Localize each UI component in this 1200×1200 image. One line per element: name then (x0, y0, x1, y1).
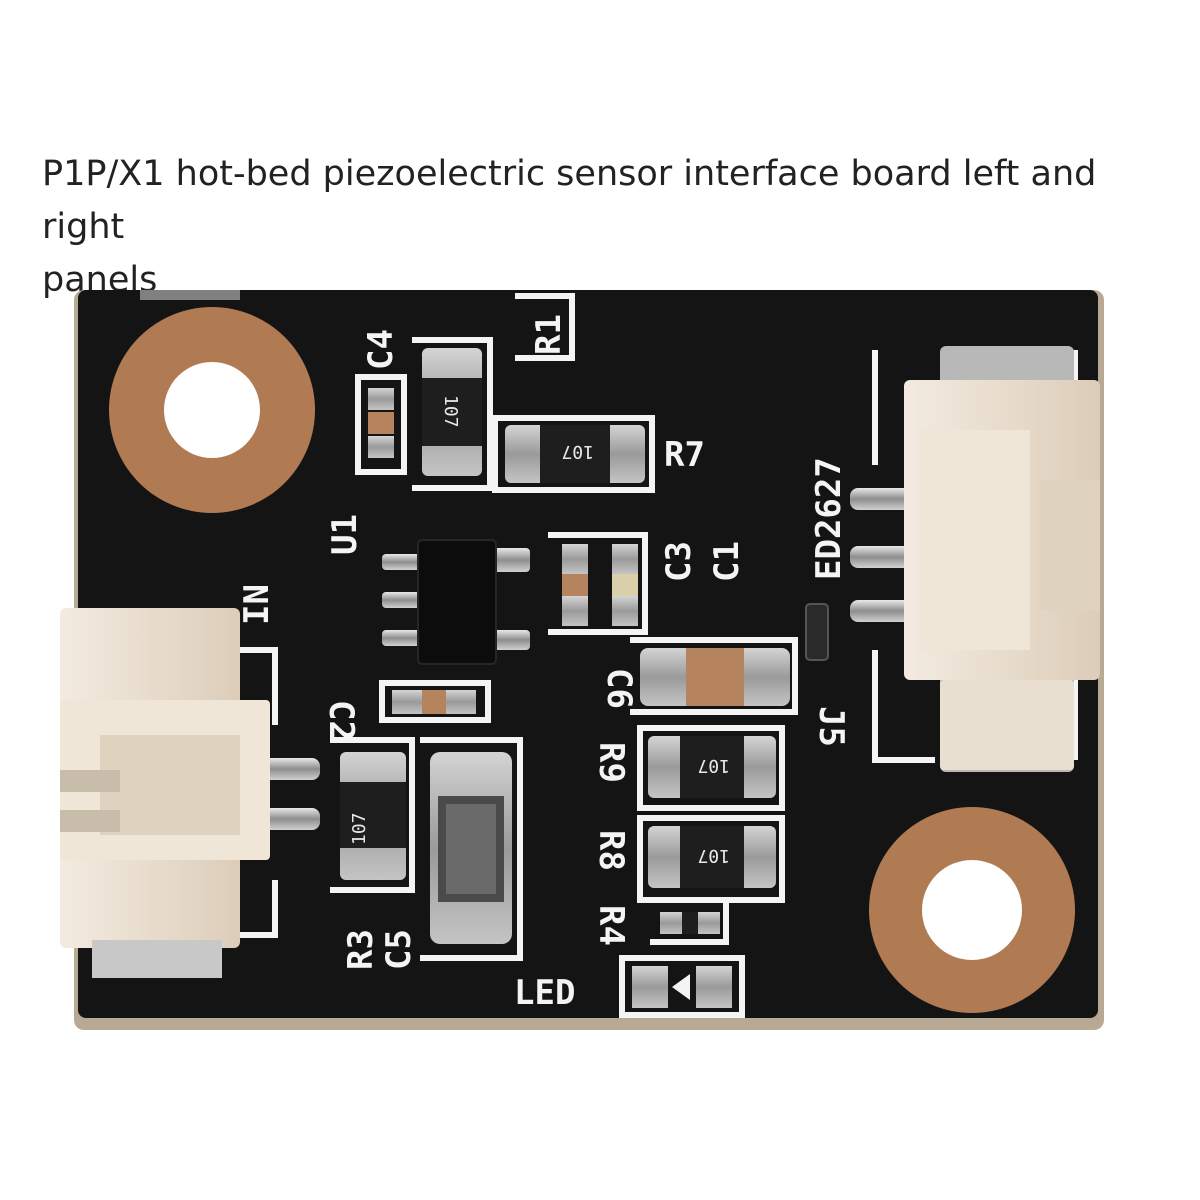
marking-107-r8: 107 (697, 845, 730, 866)
label-r1: R1 (529, 314, 569, 355)
label-u1: U1 (325, 514, 365, 555)
mounting-hole-bottom-right (869, 807, 1075, 1013)
label-r8: R8 (591, 830, 631, 871)
label-c4: C4 (361, 329, 401, 370)
label-c1: C1 (707, 541, 747, 582)
label-c3: C3 (659, 541, 699, 582)
marking-107-c4: 107 (440, 395, 461, 428)
label-r7: R7 (664, 435, 705, 475)
label-ed2627: ED2627 (809, 457, 849, 580)
label-j5: J5 (811, 706, 851, 747)
label-c5: C5 (379, 929, 419, 970)
pcb-surface (78, 290, 1098, 1018)
label-c2: C2 (321, 700, 361, 741)
diode-j5 (805, 603, 829, 661)
resistor-r4 (660, 912, 720, 934)
capacitor-c3 (562, 544, 588, 626)
resistor-r3: 107 (340, 752, 406, 880)
led (632, 966, 732, 1008)
capacitor-c5 (430, 752, 512, 944)
label-in: IN (237, 584, 277, 625)
pcb-board (74, 290, 1104, 1030)
label-r4: R4 (591, 905, 631, 946)
caption-line-1: P1P/X1 hot-bed piezoelectric sensor inte… (42, 154, 1097, 247)
caption-title: P1P/X1 hot-bed piezoelectric sensor inte… (42, 148, 1172, 307)
marking-107-r7: 107 (561, 441, 594, 462)
resistor-r9: 107 (648, 736, 776, 798)
capacitor-c2 (392, 690, 476, 714)
marking-107-r9: 107 (697, 755, 730, 776)
resistor-c4-area: 107 (422, 348, 482, 476)
marking-107-r3: 107 (349, 812, 370, 845)
mounting-hole-top-left (109, 307, 315, 513)
label-led: LED (514, 973, 575, 1013)
label-r3: R3 (341, 929, 381, 970)
capacitor-c4 (368, 388, 394, 458)
capacitor-c6 (640, 648, 790, 706)
silkscreen-labels: C4 R1 R7 U1 C3 C1 ED2627 IN C6 C2 J5 R9 … (237, 314, 851, 1013)
label-c6: C6 (599, 668, 639, 709)
resistor-r7: 107 (505, 425, 645, 483)
chip-u1 (382, 539, 530, 665)
capacitor-c1 (612, 544, 638, 626)
label-r9: R9 (591, 742, 631, 783)
connector-in (60, 608, 320, 978)
connector-j5 (850, 346, 1100, 772)
resistor-r8: 107 (648, 826, 776, 888)
